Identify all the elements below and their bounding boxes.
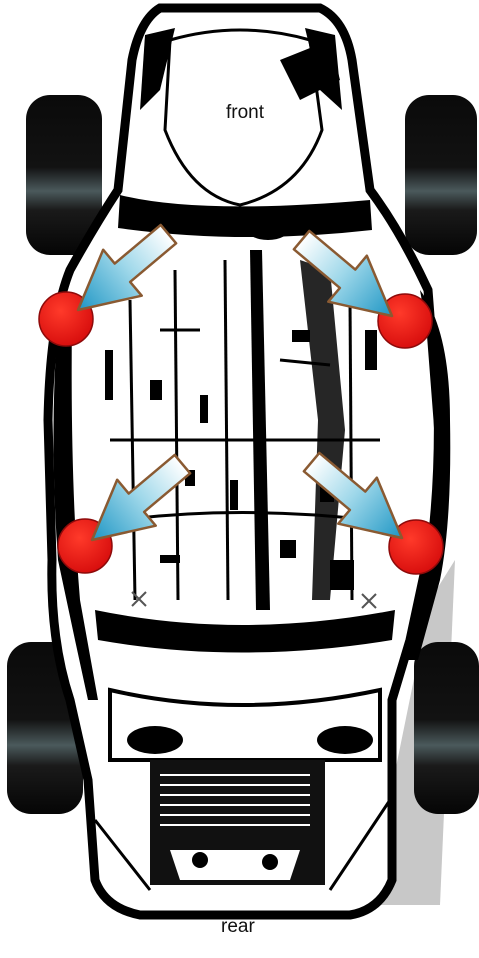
rear-label: rear [221, 916, 255, 937]
lift-point-front-right [377, 293, 433, 349]
wheel-front-right [405, 95, 477, 255]
wheel-rear-right [414, 642, 479, 814]
car-body [43, 3, 451, 920]
front-label: front [226, 102, 265, 123]
lift-point-rear-right [388, 519, 444, 575]
wheel-front-left [26, 95, 102, 255]
